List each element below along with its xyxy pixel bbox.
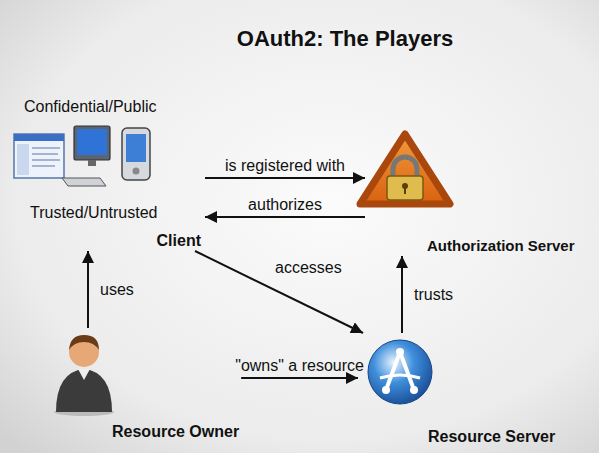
relation-arrow xyxy=(195,251,363,333)
phone-icon xyxy=(122,128,150,180)
relation-arrow xyxy=(87,251,89,328)
player-node: Authorization Server xyxy=(365,128,577,256)
relation-arrow xyxy=(241,377,358,379)
person-icon xyxy=(54,335,114,416)
relation-label: accesses xyxy=(275,258,342,278)
relation-arrow xyxy=(205,216,365,218)
relation-arrow xyxy=(205,177,365,179)
globe-icon xyxy=(368,340,432,404)
player-property: Trusted/Untrusted xyxy=(10,203,157,223)
player-node: Confidential/PublicTrusted/UntrustedClie… xyxy=(10,97,205,251)
player-property: Confidential/Public xyxy=(10,97,157,117)
slide-title: OAuth2: The Players xyxy=(237,26,453,52)
relation-label: is registered with xyxy=(225,156,345,176)
relation-label: authorizes xyxy=(248,195,322,215)
player-name: Resource Server xyxy=(358,427,557,447)
player-name: Resource Owner xyxy=(40,422,241,442)
player-node: Resource Owner xyxy=(40,328,241,442)
browser-icon xyxy=(14,134,64,178)
player-name: Authorization Server xyxy=(365,236,577,256)
relation-arrow xyxy=(401,256,403,333)
relation-label: uses xyxy=(100,280,134,300)
relation-label: "owns" a resource xyxy=(235,356,364,376)
desktop-icon xyxy=(62,126,110,186)
player-name: Client xyxy=(157,231,205,251)
relation-label: trusts xyxy=(414,285,453,305)
player-node: Resource Server xyxy=(358,333,557,447)
lock-icon xyxy=(360,134,450,204)
